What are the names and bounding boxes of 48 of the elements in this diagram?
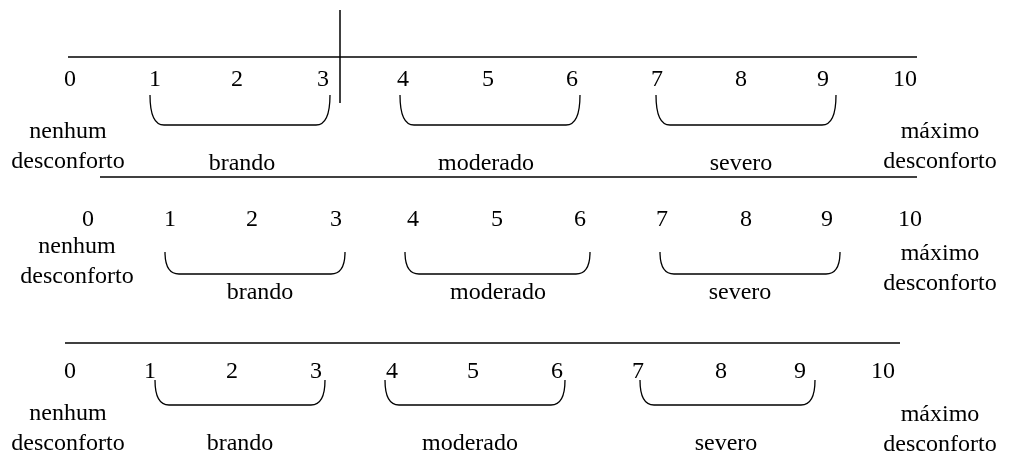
scale-number: 3 (310, 356, 322, 385)
scale-number: 8 (715, 356, 727, 385)
scale-number: 9 (817, 64, 829, 93)
scale-number: 6 (566, 64, 578, 93)
scale-number: 4 (386, 356, 398, 385)
scale-number: 8 (735, 64, 747, 93)
scale-number: 7 (632, 356, 644, 385)
range-label: moderado (450, 277, 546, 306)
scale-number: 10 (893, 64, 917, 93)
scale-number: 0 (82, 204, 94, 233)
scale-number: 1 (149, 64, 161, 93)
scale-end-label: máximo desconforto (882, 116, 998, 175)
scale-number: 3 (317, 64, 329, 93)
scale-end-label: nenhum desconforto (19, 231, 135, 290)
scale-number: 2 (246, 204, 258, 233)
range-label: brando (206, 428, 274, 457)
scale-end-label: máximo desconforto (882, 399, 998, 458)
scale-number: 2 (226, 356, 238, 385)
scale-number: 9 (794, 356, 806, 385)
scale-number: 5 (491, 204, 503, 233)
scale-number: 1 (164, 204, 176, 233)
range-label: severo (709, 148, 773, 177)
scale-end-label: nenhum desconforto (10, 398, 126, 457)
scale-number: 5 (482, 64, 494, 93)
scale-number: 2 (231, 64, 243, 93)
scale-number: 4 (407, 204, 419, 233)
range-label: severo (708, 277, 772, 306)
scale-number: 6 (574, 204, 586, 233)
scale-number: 7 (651, 64, 663, 93)
scale-number: 8 (740, 204, 752, 233)
range-label: moderado (438, 148, 534, 177)
range-label: brando (226, 277, 294, 306)
scale-number: 5 (467, 356, 479, 385)
scale-number: 3 (330, 204, 342, 233)
scale-number: 10 (898, 204, 922, 233)
scale-number: 0 (64, 356, 76, 385)
scale-number: 0 (64, 64, 76, 93)
scale-number: 9 (821, 204, 833, 233)
scale-end-label: máximo desconforto (882, 238, 998, 297)
range-label: severo (694, 428, 758, 457)
scale-number: 4 (397, 64, 409, 93)
range-label: moderado (422, 428, 518, 457)
scale-number: 7 (656, 204, 668, 233)
scale-number: 1 (144, 356, 156, 385)
scale-number: 6 (551, 356, 563, 385)
scale-end-label: nenhum desconforto (10, 116, 126, 175)
scale-number: 10 (871, 356, 895, 385)
range-label: brando (208, 148, 276, 177)
